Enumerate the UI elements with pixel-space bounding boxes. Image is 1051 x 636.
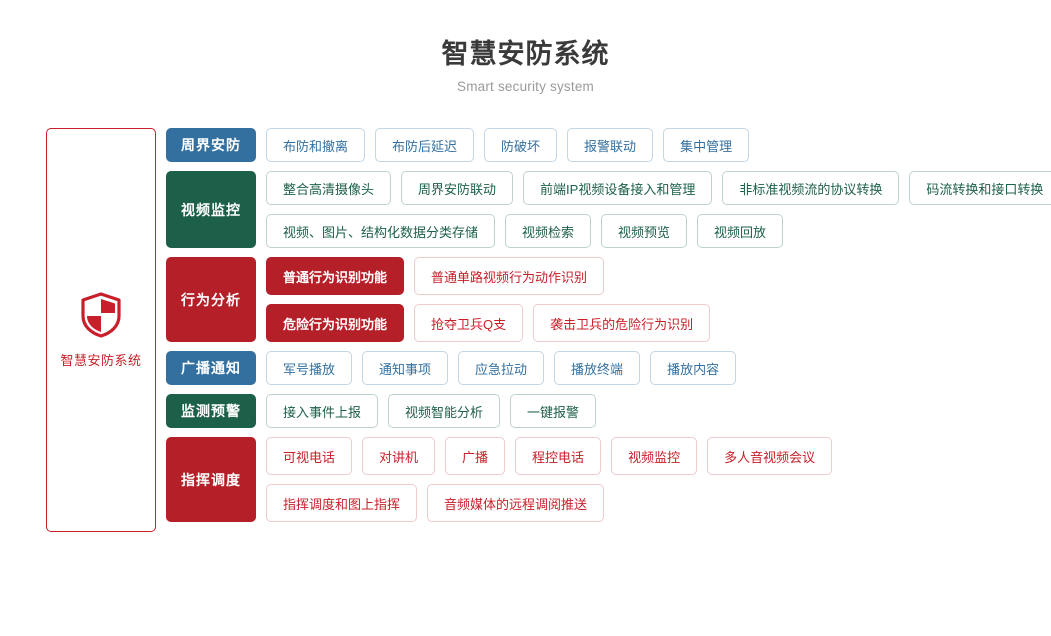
- category-rows: 周界安防布防和撤离布防后延迟防破坏报警联动集中管理视频监控整合高清摄像头周界安防…: [166, 128, 1051, 531]
- chip-lines: 普通行为识别功能普通单路视频行为动作识别危险行为识别功能抢夺卫兵Q支袭击卫兵的危…: [256, 257, 711, 342]
- category-row: 监测预警接入事件上报视频智能分析一键报警: [166, 394, 1051, 428]
- chip-line: 视频、图片、结构化数据分类存储视频检索视频预览视频回放: [256, 214, 1051, 248]
- feature-chip[interactable]: 非标准视频流的协议转换: [722, 171, 900, 205]
- chip-lines: 整合高清摄像头周界安防联动前端IP视频设备接入和管理非标准视频流的协议转换码流转…: [256, 171, 1051, 248]
- feature-chip[interactable]: 布防后延迟: [375, 128, 475, 162]
- feature-chip[interactable]: 程控电话: [515, 437, 602, 475]
- category-label[interactable]: 视频监控: [166, 171, 256, 248]
- feature-chip[interactable]: 多人音视频会议: [707, 437, 833, 475]
- feature-chip[interactable]: 通知事项: [362, 351, 449, 385]
- feature-chip[interactable]: 音频媒体的远程调阅推送: [427, 484, 605, 522]
- feature-chip[interactable]: 播放内容: [650, 351, 737, 385]
- feature-chip[interactable]: 视频智能分析: [388, 394, 501, 428]
- feature-chip[interactable]: 前端IP视频设备接入和管理: [523, 171, 713, 205]
- page-title: 智慧安防系统: [441, 39, 610, 69]
- feature-chip[interactable]: 视频、图片、结构化数据分类存储: [266, 214, 496, 248]
- feature-chip[interactable]: 视频回放: [697, 214, 784, 248]
- feature-chip[interactable]: 集中管理: [663, 128, 750, 162]
- page-header: 智慧安防系统 Smart security system: [0, 0, 1051, 94]
- feature-chip[interactable]: 接入事件上报: [266, 394, 379, 428]
- feature-chip[interactable]: 码流转换和接口转换: [909, 171, 1051, 205]
- chip-line: 普通行为识别功能普通单路视频行为动作识别: [256, 257, 710, 295]
- shield-icon: [80, 291, 122, 338]
- category-row: 行为分析普通行为识别功能普通单路视频行为动作识别危险行为识别功能抢夺卫兵Q支袭击…: [166, 257, 1051, 342]
- feature-chip[interactable]: 危险行为识别功能: [266, 304, 405, 342]
- chip-line: 整合高清摄像头周界安防联动前端IP视频设备接入和管理非标准视频流的协议转换码流转…: [256, 171, 1051, 205]
- chip-lines: 接入事件上报视频智能分析一键报警: [256, 394, 597, 428]
- feature-chip[interactable]: 防破坏: [484, 128, 558, 162]
- category-label[interactable]: 行为分析: [166, 257, 256, 342]
- category-label[interactable]: 周界安防: [166, 128, 256, 162]
- brand-panel: 智慧安防系统: [46, 128, 156, 532]
- feature-chip[interactable]: 周界安防联动: [401, 171, 514, 205]
- feature-chip[interactable]: 布防和撤离: [266, 128, 366, 162]
- feature-chip[interactable]: 普通单路视频行为动作识别: [414, 257, 605, 295]
- chip-line: 接入事件上报视频智能分析一键报警: [256, 394, 597, 428]
- feature-chip[interactable]: 普通行为识别功能: [266, 257, 405, 295]
- chip-line: 军号播放通知事项应急拉动播放终端播放内容: [256, 351, 737, 385]
- chip-line: 危险行为识别功能抢夺卫兵Q支袭击卫兵的危险行为识别: [256, 304, 711, 342]
- feature-chip[interactable]: 应急拉动: [458, 351, 545, 385]
- category-label[interactable]: 广播通知: [166, 351, 256, 385]
- chip-line: 指挥调度和图上指挥音频媒体的远程调阅推送: [256, 484, 832, 522]
- brand-name: 智慧安防系统: [60, 352, 142, 368]
- feature-chip[interactable]: 一键报警: [510, 394, 597, 428]
- feature-chip[interactable]: 指挥调度和图上指挥: [266, 484, 418, 522]
- feature-chip[interactable]: 可视电话: [266, 437, 353, 475]
- feature-chip[interactable]: 袭击卫兵的危险行为识别: [533, 304, 711, 342]
- feature-chip[interactable]: 视频检索: [505, 214, 592, 248]
- category-row: 视频监控整合高清摄像头周界安防联动前端IP视频设备接入和管理非标准视频流的协议转…: [166, 171, 1051, 248]
- feature-chip[interactable]: 视频预览: [601, 214, 688, 248]
- chip-line: 布防和撤离布防后延迟防破坏报警联动集中管理: [256, 128, 750, 162]
- category-label[interactable]: 指挥调度: [166, 437, 256, 522]
- feature-chip[interactable]: 视频监控: [611, 437, 698, 475]
- feature-chip[interactable]: 抢夺卫兵Q支: [414, 304, 524, 342]
- category-row: 周界安防布防和撤离布防后延迟防破坏报警联动集中管理: [166, 128, 1051, 162]
- capability-board: 智慧安防系统 周界安防布防和撤离布防后延迟防破坏报警联动集中管理视频监控整合高清…: [0, 128, 1051, 532]
- feature-chip[interactable]: 对讲机: [362, 437, 436, 475]
- chip-lines: 可视电话对讲机广播程控电话视频监控多人音视频会议指挥调度和图上指挥音频媒体的远程…: [256, 437, 833, 522]
- chip-lines: 军号播放通知事项应急拉动播放终端播放内容: [256, 351, 737, 385]
- category-row: 指挥调度可视电话对讲机广播程控电话视频监控多人音视频会议指挥调度和图上指挥音频媒…: [166, 437, 1051, 522]
- feature-chip[interactable]: 广播: [445, 437, 506, 475]
- feature-chip[interactable]: 播放终端: [554, 351, 641, 385]
- category-label[interactable]: 监测预警: [166, 394, 256, 428]
- page-subtitle: Smart security system: [457, 78, 594, 94]
- feature-chip[interactable]: 报警联动: [567, 128, 654, 162]
- chip-line: 可视电话对讲机广播程控电话视频监控多人音视频会议: [256, 437, 833, 475]
- feature-chip[interactable]: 整合高清摄像头: [266, 171, 392, 205]
- category-row: 广播通知军号播放通知事项应急拉动播放终端播放内容: [166, 351, 1051, 385]
- chip-lines: 布防和撤离布防后延迟防破坏报警联动集中管理: [256, 128, 750, 162]
- feature-chip[interactable]: 军号播放: [266, 351, 353, 385]
